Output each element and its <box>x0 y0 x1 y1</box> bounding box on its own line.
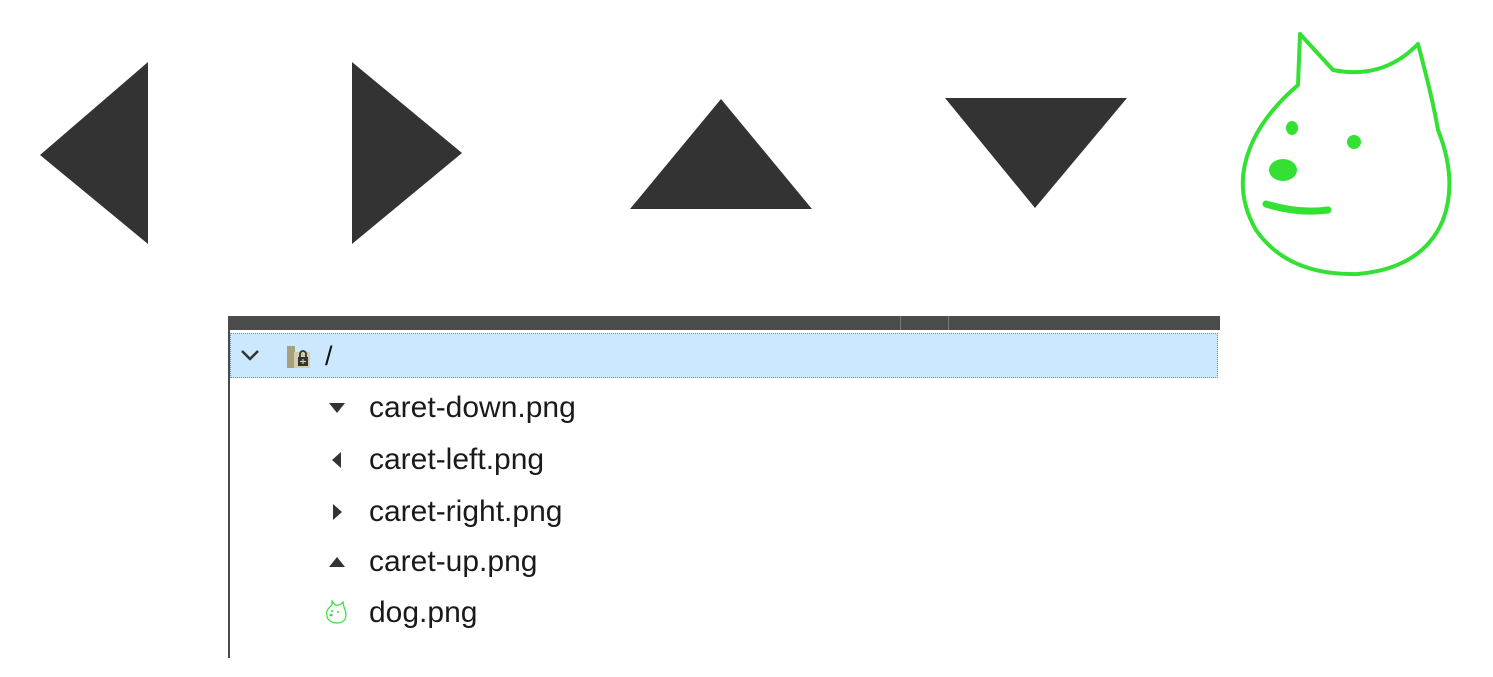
caret-left-icon <box>332 452 341 468</box>
file-item-caret-right[interactable]: caret-right.png <box>230 487 1218 537</box>
file-item-caret-down[interactable]: caret-down.png <box>230 383 1218 433</box>
caret-up-icon <box>630 99 812 209</box>
dog-icon <box>1240 32 1452 277</box>
header-divider <box>948 316 949 330</box>
file-item-dog[interactable]: dog.png <box>230 588 1218 638</box>
chevron-down-icon[interactable] <box>239 344 261 366</box>
caret-down-icon <box>945 98 1127 208</box>
file-item-caret-left[interactable]: caret-left.png <box>230 435 1218 485</box>
caret-left-icon <box>40 62 148 244</box>
caret-right-icon <box>352 62 462 244</box>
file-name: caret-down.png <box>369 391 576 424</box>
dog-icon <box>326 599 347 624</box>
file-name: caret-right.png <box>369 495 563 528</box>
header-divider <box>900 316 901 330</box>
root-label: / <box>325 341 333 371</box>
file-item-caret-up[interactable]: caret-up.png <box>230 537 1218 587</box>
file-name: caret-up.png <box>369 545 538 578</box>
tree-root-row[interactable]: / <box>230 333 1218 378</box>
caret-up-icon <box>329 557 345 567</box>
caret-down-icon <box>329 403 345 413</box>
caret-right-icon <box>333 504 342 520</box>
file-name: caret-left.png <box>369 443 545 476</box>
file-tree-panel: / caret-down.png caret-left.png caret-ri… <box>228 316 1220 658</box>
file-name: dog.png <box>369 596 478 629</box>
tree-header <box>230 316 1220 330</box>
folder-lock-icon <box>287 346 310 368</box>
